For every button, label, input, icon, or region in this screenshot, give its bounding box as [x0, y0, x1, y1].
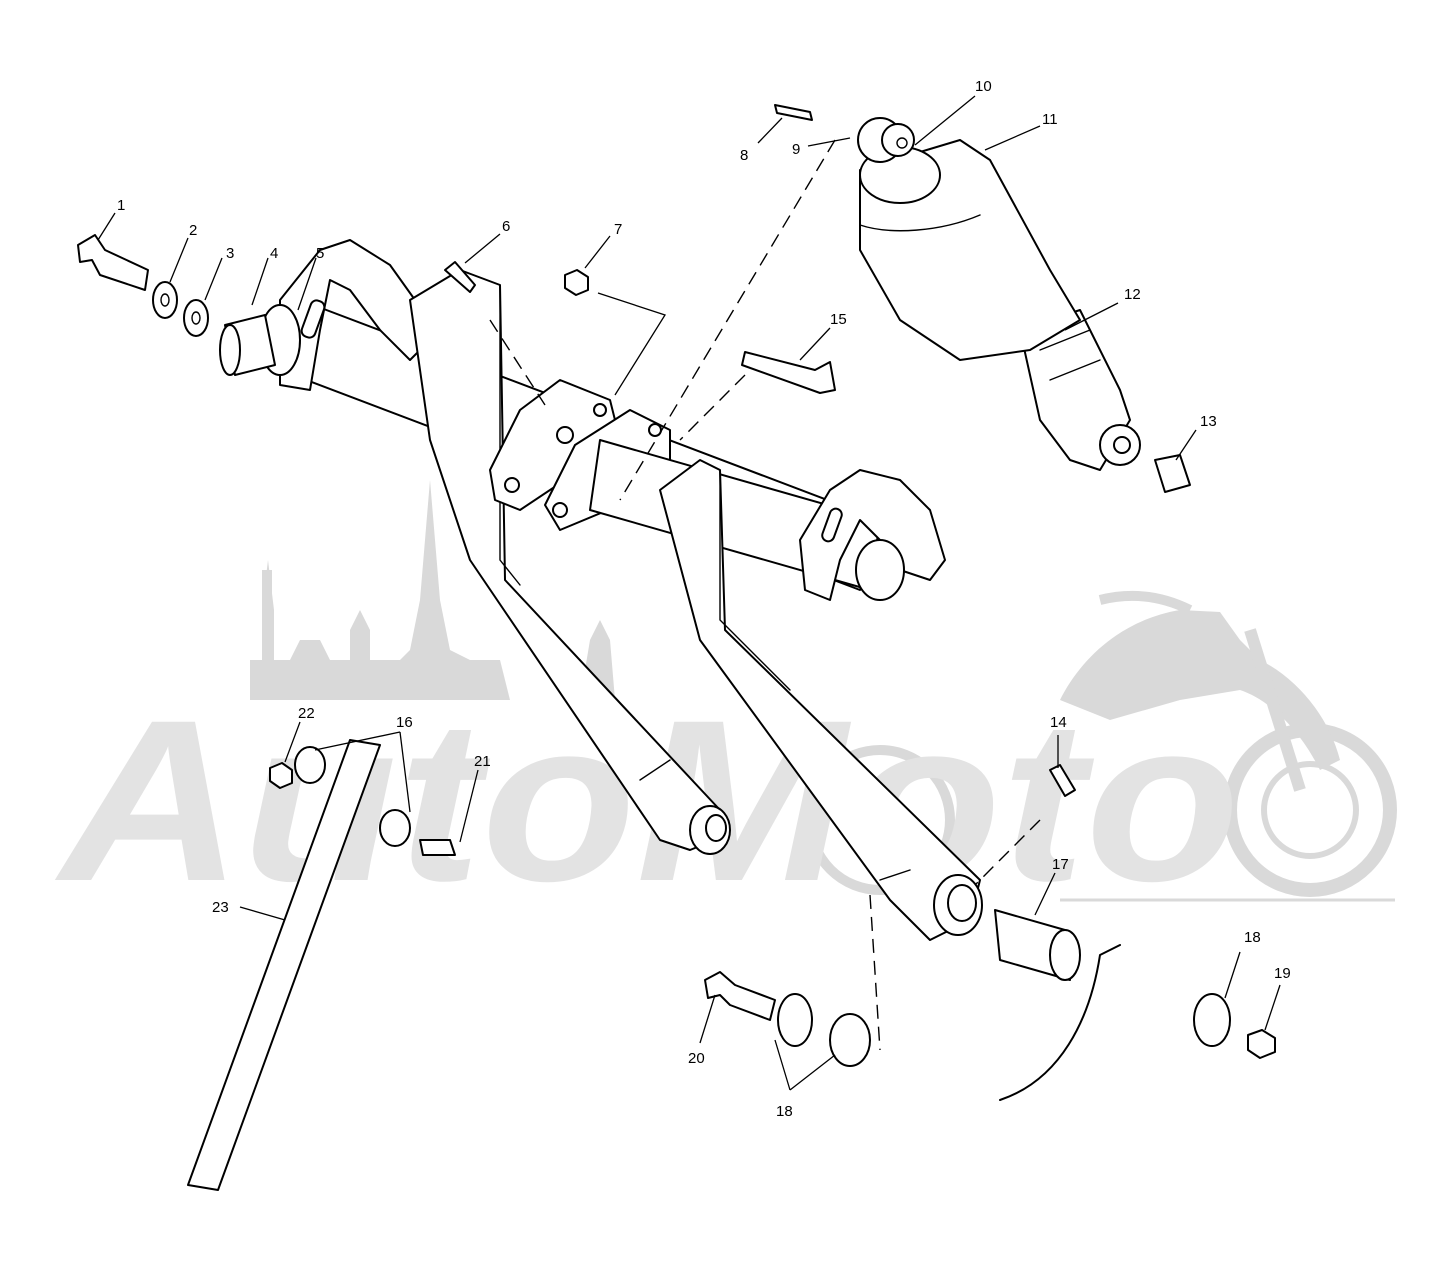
- callout-10: 10: [975, 78, 992, 95]
- washer-18c: [1193, 993, 1231, 1047]
- callout-13: 13: [1200, 413, 1217, 430]
- callout-17: 17: [1052, 856, 1069, 873]
- callout-3: 3: [226, 245, 234, 262]
- callout-19: 19: [1274, 965, 1291, 982]
- callout-7: 7: [614, 221, 622, 238]
- curved-plate: [999, 944, 1121, 1101]
- washer-16b: [379, 809, 411, 847]
- swing-arm-assembly: [259, 239, 983, 941]
- right-bracket: [799, 469, 946, 601]
- pin-8: [774, 104, 813, 121]
- callout-22: 22: [298, 705, 315, 722]
- grease-fitting-14: [1049, 764, 1076, 797]
- washer-18b: [829, 1013, 871, 1067]
- callout-4: 4: [270, 245, 278, 262]
- callout-8: 8: [740, 147, 748, 164]
- assembly-lines: [489, 139, 1041, 1051]
- callout-5: 5: [316, 245, 324, 262]
- left-bracket: [279, 239, 426, 391]
- callout-14: 14: [1050, 714, 1067, 731]
- callout-16: 16: [396, 714, 413, 731]
- bolt-1: [77, 234, 149, 291]
- hardware: [77, 104, 1276, 1191]
- callouts: 1 2 3 4 5 6 7 8 9 10 11 12 13 14 15 16 1…: [117, 78, 1291, 1120]
- leader-lines: [97, 95, 1281, 1091]
- callout-18-left: 18: [776, 1103, 793, 1120]
- nut-19: [1247, 1029, 1276, 1059]
- callout-20: 20: [688, 1050, 705, 1067]
- callout-15: 15: [830, 311, 847, 328]
- callout-21: 21: [474, 753, 491, 770]
- washer-18a: [777, 993, 813, 1047]
- callout-23: 23: [212, 899, 229, 916]
- nut-7: [564, 269, 589, 296]
- callout-11: 11: [1042, 111, 1058, 128]
- washer-2: [152, 281, 178, 319]
- bolt-15: [741, 351, 836, 394]
- bolt-20: [704, 971, 776, 1021]
- strap-23: [187, 739, 381, 1191]
- washer-3: [183, 299, 209, 337]
- callout-2: 2: [189, 222, 197, 239]
- bolt-21: [419, 839, 456, 856]
- motorcycle-cathedral-logo-icon: [250, 480, 1397, 902]
- callout-9: 9: [792, 141, 800, 158]
- callout-18-right: 18: [1244, 929, 1261, 946]
- shock-absorber: [857, 117, 1141, 471]
- nut-22: [269, 762, 293, 789]
- callout-12: 12: [1124, 286, 1141, 303]
- callout-1: 1: [117, 197, 125, 214]
- washer-16a: [294, 746, 326, 784]
- callout-6: 6: [502, 218, 510, 235]
- bushing-13: [1154, 454, 1191, 493]
- grease-fitting-6: [444, 261, 476, 293]
